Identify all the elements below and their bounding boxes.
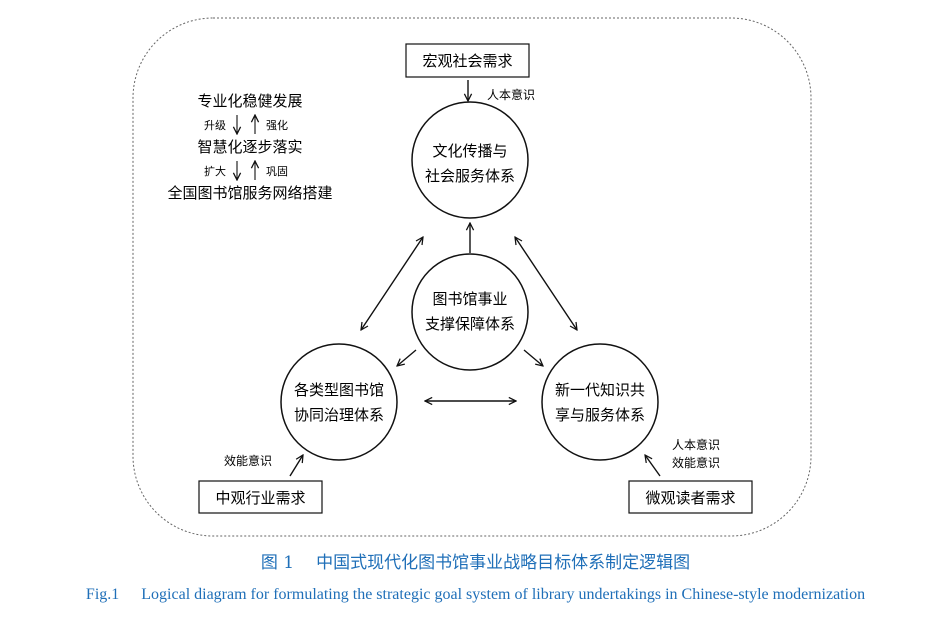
- stage-link-1-down-label: 升级: [204, 119, 226, 132]
- right-demand-label: 微观读者需求: [645, 489, 735, 507]
- right-circle: 新一代知识共 享与服务体系: [541, 343, 659, 461]
- right-demand-box: 微观读者需求: [628, 480, 753, 514]
- right-edge-label-2: 效能意识: [672, 455, 720, 470]
- right-edge-label-1: 人本意识: [672, 437, 720, 452]
- stage-link-1-up-label: 强化: [266, 118, 288, 132]
- right-circle-line-2: 享与服务体系: [555, 406, 645, 424]
- caption-en-text: Logical diagram for formulating the stra…: [141, 586, 866, 603]
- arrow-center-to-left: [397, 349, 417, 366]
- left-circle: 各类型图书馆 协同治理体系: [280, 343, 398, 461]
- diagram: 宏观社会需求 中观行业需求 微观读者需求 文化传播与 社会服务体系 图书馆事业 …: [132, 17, 812, 537]
- top-edge-label: 人本意识: [487, 87, 535, 102]
- center-circle-line-1: 图书馆事业: [432, 290, 507, 308]
- arrow-center-to-right: [523, 349, 543, 366]
- top-circle-line-2: 社会服务体系: [425, 167, 515, 185]
- top-demand-label: 宏观社会需求: [422, 52, 512, 70]
- stage-2: 智慧化逐步落实: [197, 138, 302, 156]
- caption-cn-number: 图 1: [260, 553, 295, 573]
- top-demand-box: 宏观社会需求: [405, 43, 530, 78]
- arrow-top-right-bidirectional: [515, 237, 577, 330]
- left-demand-box: 中观行业需求: [198, 480, 323, 514]
- left-edge-label: 效能意识: [224, 453, 272, 468]
- stage-3: 全国图书馆服务网络搭建: [167, 184, 332, 202]
- stage-link-2-down-label: 扩大: [204, 164, 226, 178]
- arrow-top-left-bidirectional: [361, 237, 423, 330]
- left-circle-line-2: 协同治理体系: [294, 406, 384, 424]
- caption-cn-text: 中国式现代化图书馆事业战略目标体系制定逻辑图: [316, 553, 691, 573]
- caption-en: Fig.1 Logical diagram for formulating the…: [0, 586, 951, 604]
- outer-frame: [132, 17, 812, 537]
- top-circle-line-1: 文化传播与: [432, 142, 507, 160]
- center-circle: 图书馆事业 支撑保障体系: [411, 253, 529, 371]
- top-circle: 文化传播与 社会服务体系: [411, 101, 529, 219]
- right-circle-line-1: 新一代知识共: [555, 381, 645, 399]
- stage-link-2-up-label: 巩固: [266, 165, 288, 178]
- arrow-right-demand: [645, 455, 661, 477]
- left-demand-label: 中观行业需求: [215, 489, 305, 507]
- caption-en-number: Fig.1: [85, 586, 120, 603]
- caption-cn: 图 1 中国式现代化图书馆事业战略目标体系制定逻辑图: [0, 548, 951, 573]
- arrow-left-demand: [289, 455, 303, 477]
- left-circle-line-1: 各类型图书馆: [294, 381, 384, 399]
- center-circle-line-2: 支撑保障体系: [425, 315, 515, 333]
- stages-block: 专业化稳健发展 升级 强化 智慧化逐步落实 扩大 巩固 全国图书馆服务网络搭建: [167, 92, 332, 202]
- stage-1: 专业化稳健发展: [197, 92, 302, 110]
